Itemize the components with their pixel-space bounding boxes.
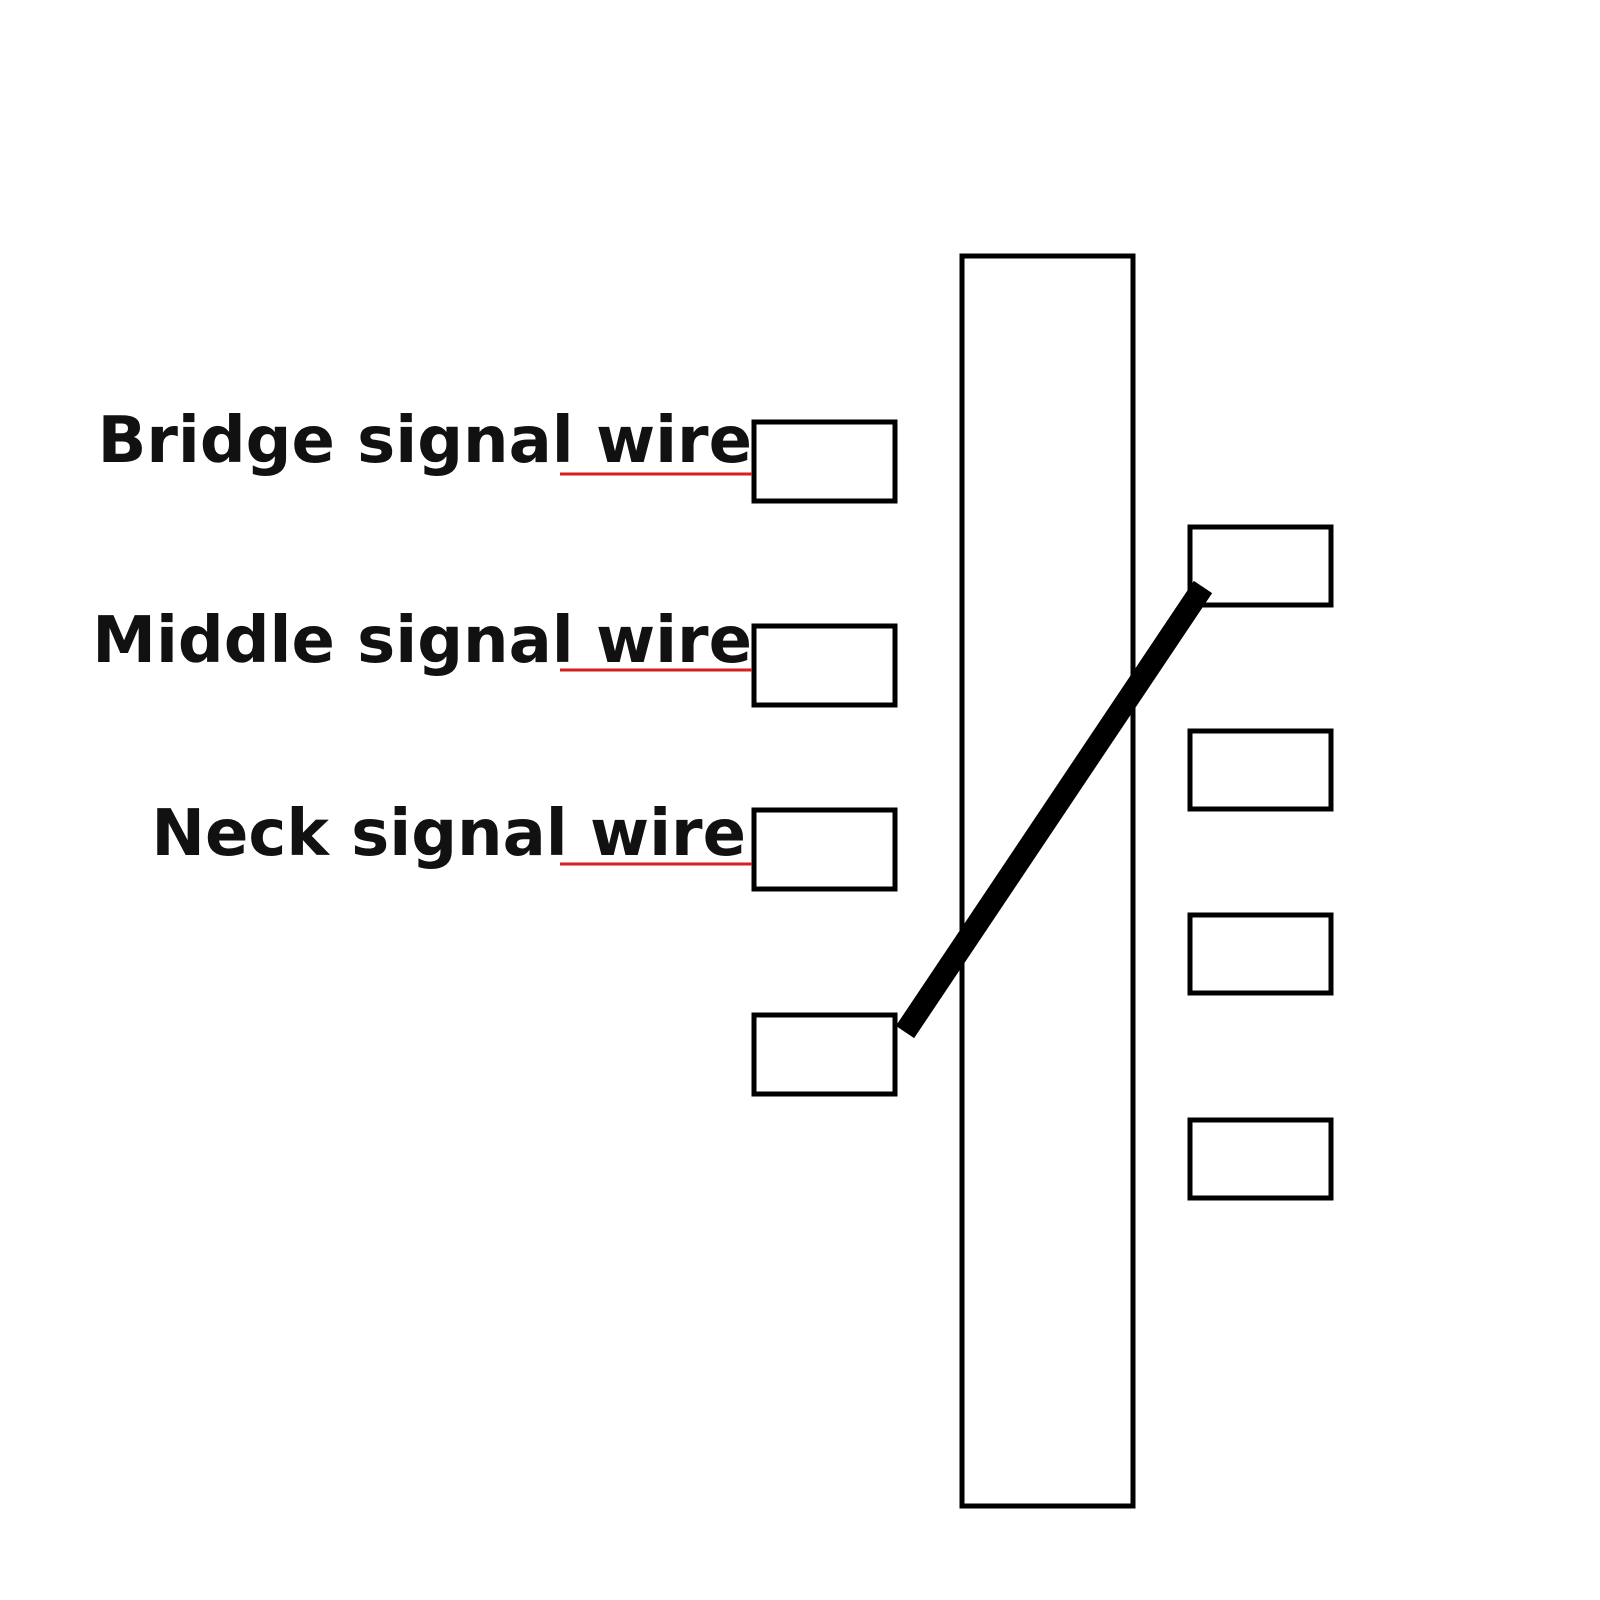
right-terminal-4 — [1187, 1117, 1334, 1201]
left-terminal-2 — [751, 623, 898, 708]
bridge-signal-label: Bridge signal wire — [98, 404, 752, 478]
switch-body — [959, 253, 1136, 1509]
middle-signal-label: Middle signal wire — [92, 604, 752, 678]
jumper-wire — [895, 580, 1213, 1039]
right-terminal-1 — [1187, 524, 1334, 608]
left-terminal-4 — [751, 1012, 898, 1097]
right-terminal-3 — [1187, 912, 1334, 996]
left-terminal-1 — [751, 419, 898, 504]
neck-signal-label: Neck signal wire — [151, 797, 746, 871]
right-terminal-2 — [1187, 728, 1334, 812]
left-terminal-3 — [751, 807, 898, 892]
